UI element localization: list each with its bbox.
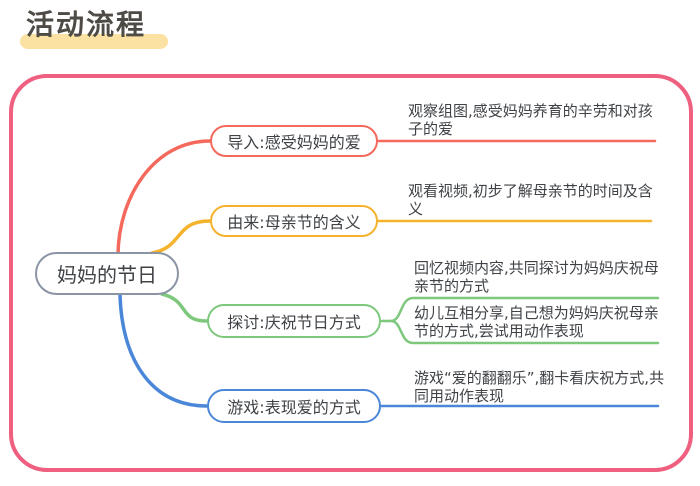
note-discuss-2[interactable]: 幼儿互相分享,自己想为妈妈庆祝母亲节的方式,尝试用动作表现 bbox=[414, 304, 659, 340]
note-intro[interactable]: 观察组图,感受妈妈养育的辛劳和对孩子的爱 bbox=[408, 102, 653, 138]
note-discuss-1[interactable]: 回忆视频内容,共同探讨为妈妈庆祝母亲节的方式 bbox=[414, 259, 659, 295]
branch-node-origin[interactable]: 由来:母亲节的含义 bbox=[210, 205, 378, 237]
page-title-block: 活动流程 bbox=[20, 8, 168, 49]
branch-node-game[interactable]: 游戏:表现爱的方式 bbox=[207, 389, 381, 423]
title-highlight bbox=[20, 34, 168, 49]
branch-node-intro[interactable]: 导入:感受妈妈的爱 bbox=[210, 125, 378, 157]
branch-node-discuss[interactable]: 探讨:庆祝节日方式 bbox=[207, 304, 381, 338]
page-title: 活动流程 bbox=[26, 8, 147, 41]
central-topic[interactable]: 妈妈的节日 bbox=[35, 252, 179, 295]
note-origin[interactable]: 观看视频,初步了解母亲节的时间及含义 bbox=[408, 182, 653, 218]
note-game[interactable]: 游戏“爱的翻翻乐”,翻卡看庆祝方式,共同用动作表现 bbox=[414, 369, 665, 405]
